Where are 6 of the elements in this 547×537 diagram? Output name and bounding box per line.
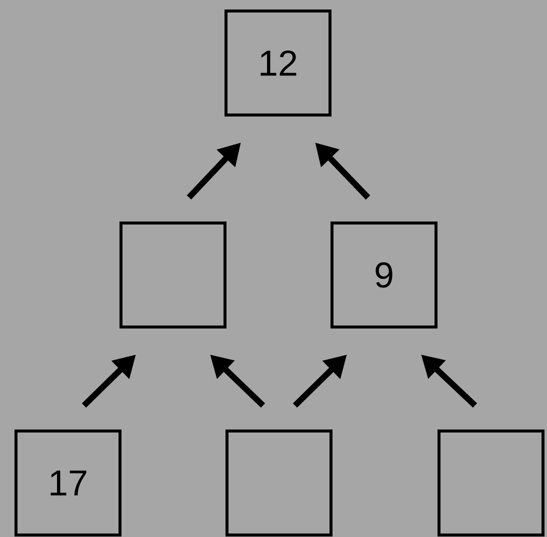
number-box: 17 [14, 430, 122, 536]
empty-box [120, 222, 226, 328]
number-box: 12 [224, 10, 332, 116]
empty-box [226, 430, 332, 536]
number-box: 9 [330, 222, 438, 328]
empty-box [438, 430, 544, 536]
